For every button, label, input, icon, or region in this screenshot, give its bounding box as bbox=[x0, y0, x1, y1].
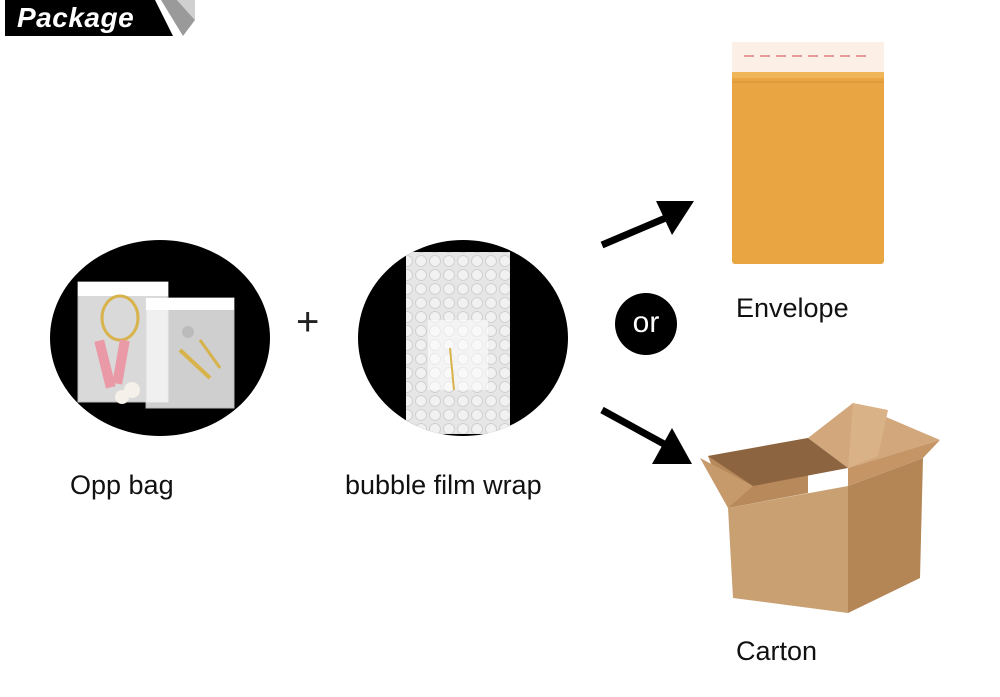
envelope-label: Envelope bbox=[736, 293, 849, 323]
carton-image bbox=[700, 403, 940, 613]
package-header: Package bbox=[5, 0, 195, 36]
plus-sign: + bbox=[296, 300, 320, 344]
opp-bag-label: Opp bag bbox=[70, 470, 174, 500]
opp-bag-illustration bbox=[77, 281, 235, 409]
bubble-wrap-label: bubble film wrap bbox=[345, 470, 542, 500]
carton-label: Carton bbox=[736, 636, 818, 666]
opp-bag-image bbox=[50, 240, 270, 436]
bubble-wrap-image bbox=[358, 240, 568, 436]
arrow-to-envelope-icon bbox=[600, 201, 694, 249]
header-title: Package bbox=[17, 2, 135, 33]
bubble-wrap-illustration bbox=[406, 252, 510, 434]
envelope-image bbox=[732, 42, 884, 264]
or-badge: or bbox=[615, 293, 677, 355]
arrow-to-carton-icon bbox=[600, 406, 692, 464]
header-banner-shape bbox=[5, 0, 195, 36]
